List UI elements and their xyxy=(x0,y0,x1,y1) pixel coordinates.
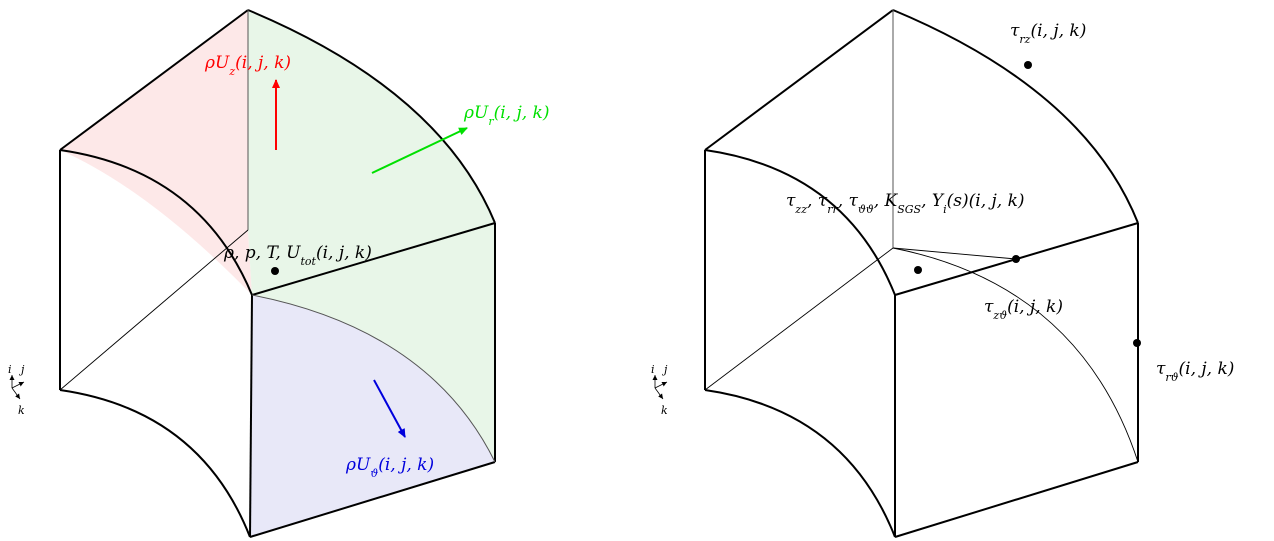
point-rz xyxy=(1024,61,1032,69)
axis-k-arrow xyxy=(11,387,21,400)
left-cell: ρUz(i, j, k) ρUr(i, j, k) ρ, p, T, Utot(… xyxy=(59,9,549,538)
face-r-fill xyxy=(248,10,495,462)
left-edge-inner-arc-bottom xyxy=(59,389,251,538)
axis-k-label-right: k xyxy=(661,404,668,417)
label-face-theta: ρUϑ(i, j, k) xyxy=(345,455,434,480)
left-edge-front-vertical xyxy=(249,294,253,538)
arrow-theta xyxy=(373,379,406,438)
right-edge-hidden-top xyxy=(892,247,1017,260)
right-edge-diagonal xyxy=(704,247,894,391)
right-edge-arc-theta xyxy=(892,247,1139,463)
point-rtheta xyxy=(1133,339,1141,347)
left-edge-inner-arc-top xyxy=(59,149,253,296)
arrow-r xyxy=(371,127,468,174)
right-cell: τrz(i, j, k) τzz, τrr, τϑϑ, KSGS, Yi(s)(… xyxy=(704,9,1234,538)
left-edge-arc-theta xyxy=(251,294,496,463)
label-edge-ztheta: τzϑ(i, j, k) xyxy=(984,297,1063,322)
axis-i-label-right: i xyxy=(651,363,655,376)
right-edge-outer-arc xyxy=(892,9,1139,224)
face-z-fill xyxy=(60,10,252,295)
axis-j-label: j xyxy=(18,363,25,376)
axis-k-label: k xyxy=(18,404,25,417)
axis-k-arrow-right xyxy=(654,387,664,400)
label-right-cell-center: τzz, τrr, τϑϑ, KSGS, Yi(s)(i, j, k) xyxy=(786,191,1025,216)
left-edge-diagonal xyxy=(59,229,249,391)
left-edge-bottom xyxy=(249,461,496,538)
axis-j-arrow-right xyxy=(654,381,668,389)
axis-j-arrow xyxy=(11,381,25,389)
right-edge-bottom xyxy=(894,461,1139,538)
axis-i-label: i xyxy=(8,363,12,376)
axes-legend-right: i j k xyxy=(651,363,668,417)
right-edge-top xyxy=(704,9,894,151)
right-edge-inner-arc-top xyxy=(704,149,896,296)
right-edge-inner-arc-bottom xyxy=(704,389,896,538)
point-ztheta xyxy=(1012,255,1020,263)
left-edge-front-top xyxy=(251,222,496,296)
right-cell-center-point xyxy=(914,266,922,274)
label-edge-rz: τrz(i, j, k) xyxy=(1010,21,1086,46)
label-face-r: ρUr(i, j, k) xyxy=(463,103,549,128)
face-theta-fill xyxy=(250,295,495,537)
label-face-z: ρUz(i, j, k) xyxy=(204,53,291,78)
axis-j-label-right: j xyxy=(661,363,668,376)
label-edge-rtheta: τrϑ(i, j, k) xyxy=(1156,359,1234,384)
left-edge-outer-arc xyxy=(247,9,496,224)
left-cell-center-point xyxy=(271,267,279,275)
label-cell-center: ρ, p, T, Utot(i, j, k) xyxy=(223,243,372,268)
left-edge-top xyxy=(59,9,249,151)
axes-legend-left: i j k xyxy=(8,363,25,417)
